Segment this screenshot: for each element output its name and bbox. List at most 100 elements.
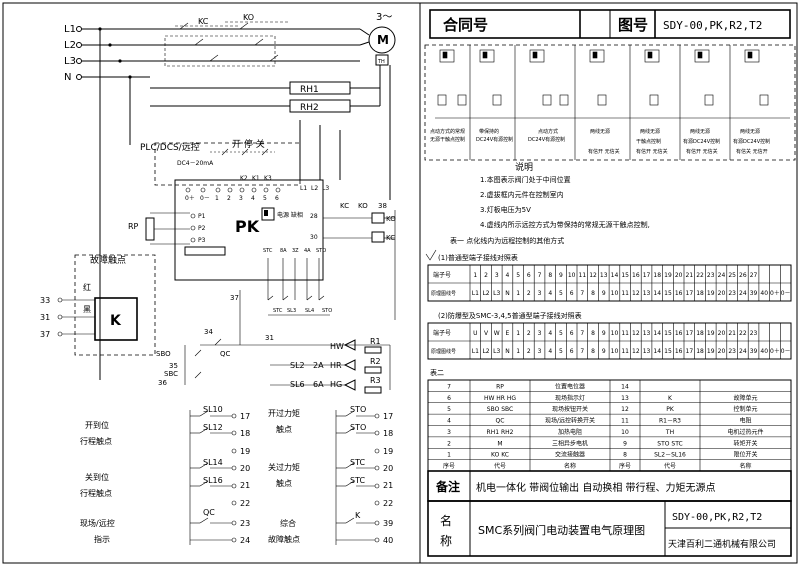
current-label: DC4－20mA <box>177 160 214 167</box>
svg-text:K3: K3 <box>264 175 272 182</box>
line-cell: 5 <box>559 290 563 297</box>
line-cell: 12 <box>632 290 640 297</box>
line-cell: L2 <box>482 290 489 297</box>
terminal-cell: 21 <box>686 272 694 279</box>
terminal-cell: 9 <box>559 272 563 279</box>
line-cell: 18 <box>696 348 704 355</box>
bom-cell: PK <box>666 406 675 413</box>
terminal-cell: 7 <box>580 330 584 337</box>
svg-text:K2: K2 <box>240 175 248 182</box>
bom-cell: 现场/远控转换开关 <box>545 417 595 425</box>
bom-cell: 14 <box>621 383 629 390</box>
line-cell: 14 <box>653 290 661 297</box>
terminal-cell: 5 <box>516 272 520 279</box>
line-cell: 39 <box>750 290 758 297</box>
bom-cell: 1 <box>447 452 451 459</box>
line-cell: 0－ <box>781 348 791 355</box>
remark-block: 备注 机电一体化 带阀位输出 自动换相 带行程、力矩无源点 <box>427 470 792 502</box>
bom-cell: 交流接触器 <box>555 451 585 459</box>
line-cell: 6 <box>570 348 574 355</box>
bom-cell: RP <box>496 383 504 390</box>
svg-text:STC: STC <box>350 476 365 485</box>
terminal-cell: 13 <box>643 330 651 337</box>
terminal-cell: 15 <box>621 272 629 279</box>
switch-label: 开 停 关 <box>232 138 265 150</box>
line-cell: 1 <box>516 348 520 355</box>
svg-text:TH: TH <box>377 59 385 65</box>
svg-text:触点: 触点 <box>276 478 292 488</box>
terminal-cell: 8 <box>591 330 595 337</box>
svg-text:36: 36 <box>158 379 167 387</box>
terminal-cell: 23 <box>707 272 715 279</box>
fault-red: 红 <box>83 282 91 292</box>
line-cell: 17 <box>686 348 694 355</box>
terminal-cell: U <box>473 330 477 337</box>
line-cell: 24 <box>739 290 747 297</box>
svg-text:KC: KC <box>340 202 349 210</box>
line-cell: 4 <box>548 290 552 297</box>
terminal-cell: 10 <box>611 330 619 337</box>
svg-text:无源干触点控制: 无源干触点控制 <box>430 136 465 143</box>
company-name: 天津百利二通机械有限公司 <box>668 538 776 550</box>
label-l1: L1 <box>64 24 76 35</box>
bom-cell: QC <box>496 418 505 425</box>
svg-text:STC: STC <box>273 308 283 314</box>
line-cell: 12 <box>632 348 640 355</box>
bom-cell: 3 <box>447 429 451 436</box>
terminal-cell: 25 <box>728 272 736 279</box>
bom-cell: 10 <box>621 429 629 436</box>
bom-header-cell: 序号 <box>443 462 455 470</box>
svg-text:L1: L1 <box>300 185 307 192</box>
bom-cell: 现场按钮开关 <box>552 405 588 413</box>
bom-cell: STO STC <box>657 440 682 447</box>
svg-text:KO: KO <box>386 215 396 223</box>
svg-text:原理图线号: 原理图线号 <box>431 348 456 355</box>
line-cell: 13 <box>643 290 651 297</box>
line-cell: 15 <box>664 290 672 297</box>
name-block: 名 称 SMC系列阀门电动装置电气原理图 SDY-00,PK,R2,T2 天津百… <box>427 500 792 557</box>
terminal-cell: 21 <box>728 330 736 337</box>
terminal-cell: 2 <box>484 272 488 279</box>
remark-label: 备注 <box>435 479 460 494</box>
bom-header-cell: 名称 <box>739 462 751 470</box>
header-block: 合同号 图号 SDY-00,PK,R2,T2 <box>429 9 791 39</box>
terminal-cell: 9 <box>602 330 606 337</box>
bom-header-cell: 序号 <box>619 462 631 470</box>
line-cell: 13 <box>643 348 651 355</box>
line-cell: 19 <box>707 290 715 297</box>
bom-cell: 13 <box>621 395 629 402</box>
bom-cell: 现场指示灯 <box>555 394 585 402</box>
terminal-cell: 11 <box>621 330 629 337</box>
terminal-cell: 3 <box>538 330 542 337</box>
label-l3: L3 <box>64 56 76 67</box>
bom-cell: 电阻 <box>739 417 751 425</box>
line-cell: 7 <box>580 290 584 297</box>
svg-text:两线无源: 两线无源 <box>740 128 760 135</box>
svg-text:开过力矩: 开过力矩 <box>268 408 300 418</box>
line-cell: 23 <box>728 348 736 355</box>
svg-text:DC24V有源控制: DC24V有源控制 <box>476 136 513 143</box>
svg-text:4A: 4A <box>304 248 311 254</box>
note-4: 4.虚线内所示远控方式为带保持的常规无源干触点控制, <box>480 220 650 229</box>
svg-text:18: 18 <box>383 429 393 438</box>
power-line-n: N <box>64 72 150 83</box>
svg-text:20: 20 <box>383 464 393 473</box>
pk-unit <box>174 179 324 281</box>
line-cell: 9 <box>602 290 606 297</box>
svg-text:P2: P2 <box>198 225 206 232</box>
bom-cell: SBO SBC <box>487 406 513 413</box>
table2-title: (2)防爆型及SMC-3,4,5普通型端子接线对照表 <box>438 311 582 320</box>
svg-text:2: 2 <box>227 195 231 202</box>
line-cell: 8 <box>591 348 595 355</box>
line-cell: 6 <box>570 290 574 297</box>
bom-cell: 故障单元 <box>733 394 757 402</box>
bom-cell: 12 <box>621 406 629 413</box>
terminal-cell: 17 <box>643 272 651 279</box>
line-cell: 7 <box>580 348 584 355</box>
line-cell: 5 <box>559 348 563 355</box>
bom-cell: RH1 RH2 <box>487 429 514 436</box>
note-5: 表一 点化线内为远程控制的其他方式 <box>450 236 564 245</box>
bom-header-cell: 代号 <box>664 462 676 470</box>
bom-cell: 2 <box>447 440 451 447</box>
svg-text:关到位: 关到位 <box>85 472 109 482</box>
